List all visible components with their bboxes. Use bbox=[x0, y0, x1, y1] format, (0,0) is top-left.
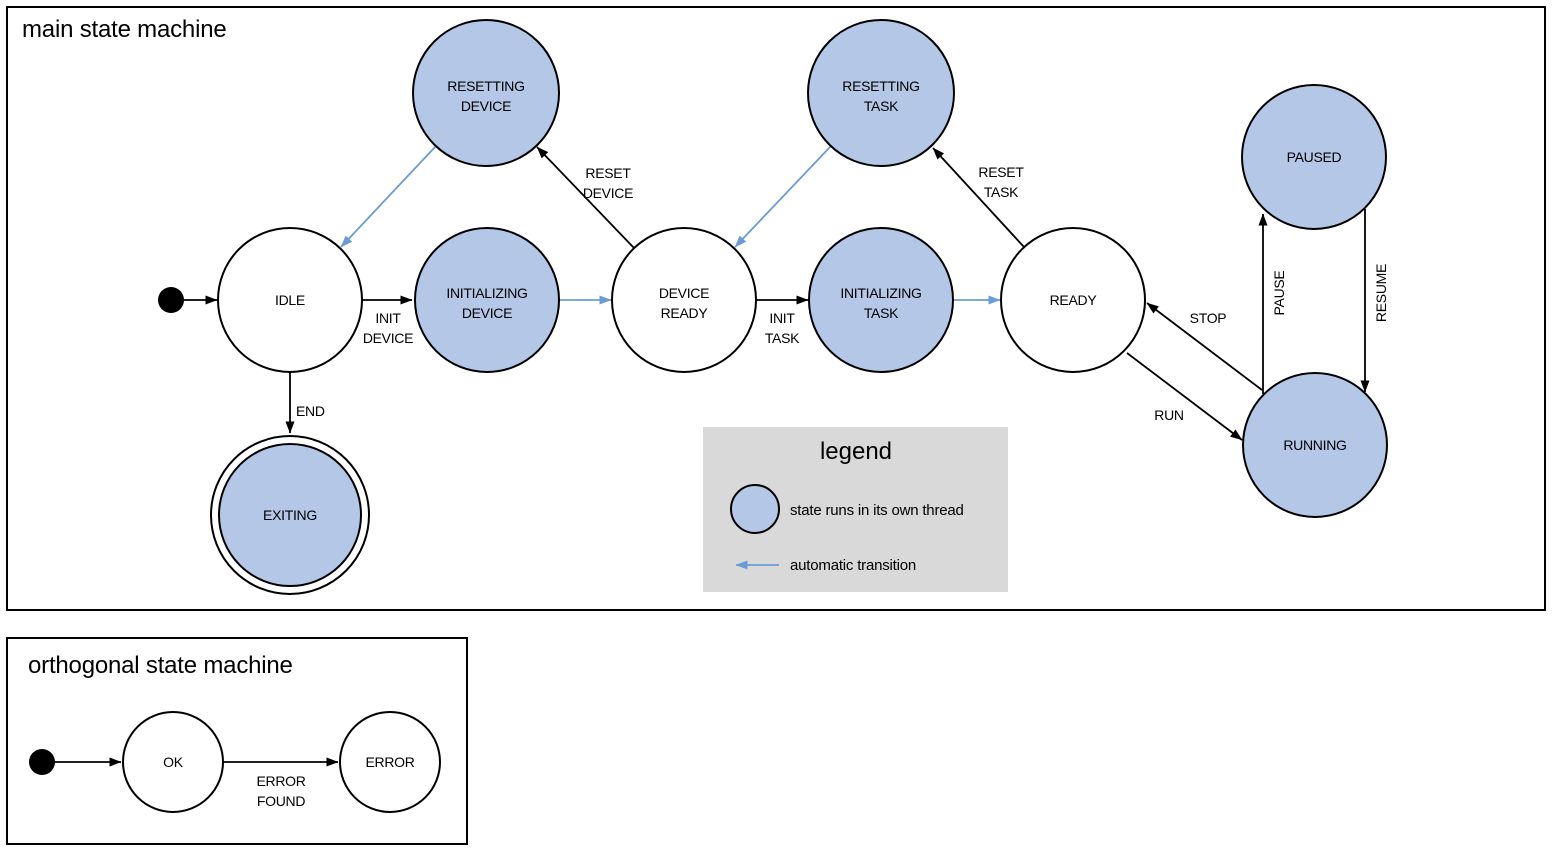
legend-auto-label: automatic transition bbox=[790, 557, 916, 574]
state-initializing-device-label-line2: DEVICE bbox=[462, 305, 512, 321]
state-running-label: RUNNING bbox=[1283, 437, 1346, 453]
state-resetting-task-label-line1: RESETTING bbox=[842, 78, 919, 94]
state-exiting bbox=[218, 443, 362, 587]
transition-stop-label: STOP bbox=[1190, 310, 1227, 326]
initial-state-dot bbox=[158, 287, 184, 313]
main-panel-title: main state machine bbox=[22, 16, 227, 43]
transition-end-label: END bbox=[296, 403, 325, 419]
state-paused-label: PAUSED bbox=[1287, 149, 1342, 165]
transition-error-found-label-line2: FOUND bbox=[257, 793, 305, 809]
transition-resume-label: RESUME bbox=[1373, 264, 1389, 322]
state-resetting-task-label-line2: TASK bbox=[864, 98, 899, 114]
state-resetting-device bbox=[412, 19, 560, 167]
state-ready bbox=[1000, 227, 1146, 373]
state-paused bbox=[1241, 84, 1387, 230]
legend-thread-label: state runs in its own thread bbox=[790, 502, 964, 519]
state-error-label: ERROR bbox=[365, 754, 414, 770]
transition-ready-to-running bbox=[1126, 352, 1243, 441]
transition-init-task-label-line2: TASK bbox=[765, 330, 800, 346]
state-initializing-task bbox=[808, 227, 954, 373]
transition-init-task-label-line1: INIT bbox=[769, 310, 795, 326]
transition-reset-device-label-line1: RESET bbox=[585, 165, 631, 181]
state-ok-label: OK bbox=[163, 754, 184, 770]
transition-run-label: RUN bbox=[1154, 407, 1183, 423]
transition-device-ready-to-resetting-device bbox=[536, 146, 635, 249]
state-running bbox=[1242, 372, 1388, 518]
state-initializing-device-label-line1: INITIALIZING bbox=[446, 285, 527, 301]
transition-init-device-label-line2: DEVICE bbox=[363, 330, 413, 346]
state-idle-label: IDLE bbox=[275, 292, 305, 308]
transition-reset-task-label-line1: RESET bbox=[978, 164, 1024, 180]
state-resetting-device-label-line1: RESETTING bbox=[447, 78, 524, 94]
state-device-ready-label-line2: READY bbox=[661, 305, 709, 321]
transition-running-to-ready bbox=[1146, 302, 1263, 391]
state-ready-label: READY bbox=[1050, 292, 1098, 308]
orthogonal-panel-title: orthogonal state machine bbox=[28, 652, 293, 679]
state-idle bbox=[217, 227, 363, 373]
state-error bbox=[339, 711, 441, 813]
transition-error-found-label-line1: ERROR bbox=[256, 773, 305, 789]
transition-reset-task-label-line2: TASK bbox=[984, 184, 1019, 200]
state-resetting-task bbox=[807, 19, 955, 167]
state-initializing-device bbox=[414, 227, 560, 373]
state-device-ready bbox=[611, 227, 757, 373]
state-ok bbox=[122, 711, 224, 813]
transition-auto-resetting-task-to-device-ready bbox=[734, 145, 832, 248]
state-exiting-label: EXITING bbox=[263, 507, 317, 523]
state-initializing-task-label-line1: INITIALIZING bbox=[840, 285, 921, 301]
transition-reset-device-label-line2: DEVICE bbox=[583, 185, 633, 201]
legend-title: legend bbox=[820, 438, 892, 465]
transition-ready-to-resetting-task bbox=[932, 147, 1025, 248]
state-initializing-task-label-line2: TASK bbox=[864, 305, 899, 321]
orthogonal-initial-state-dot bbox=[29, 749, 55, 775]
transition-init-device-label-line1: INIT bbox=[375, 310, 401, 326]
state-device-ready-label-line1: DEVICE bbox=[659, 285, 709, 301]
transition-pause-label: PAUSE bbox=[1271, 271, 1287, 316]
state-resetting-device-label-line2: DEVICE bbox=[461, 98, 511, 114]
legend-thread-state-swatch bbox=[730, 484, 780, 534]
transition-auto-resetting-device-to-idle bbox=[340, 145, 437, 248]
